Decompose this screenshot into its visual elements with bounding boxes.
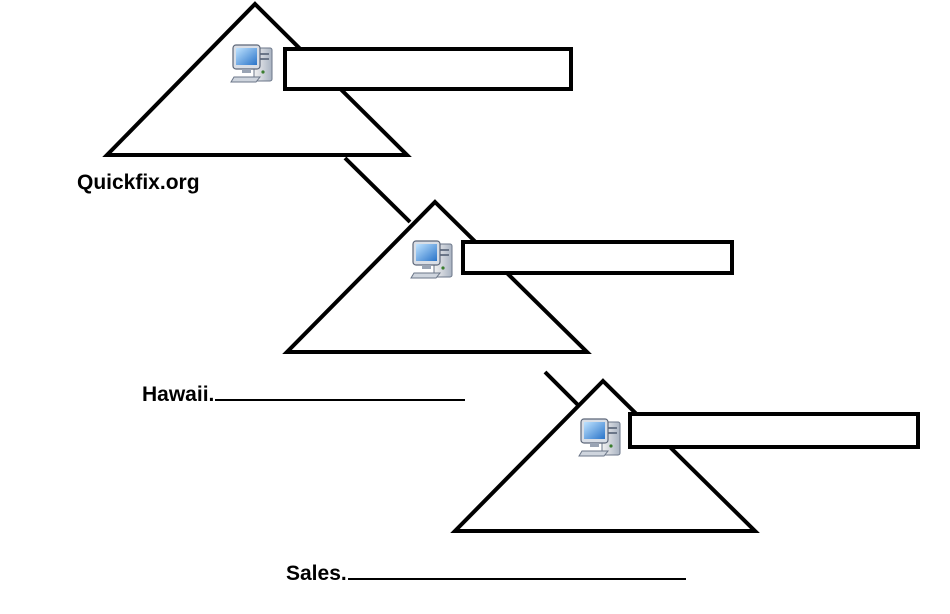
domain-name-box: [283, 47, 573, 91]
domain-label-text: Sales.: [286, 562, 347, 585]
domain-name-box: [461, 240, 734, 275]
domain-label-text: Hawaii.: [142, 383, 215, 406]
domain-label-hawaii: Hawaii.: [142, 381, 466, 406]
domain-name-box: [628, 412, 920, 449]
connector-line-2: [543, 370, 580, 407]
domain-label-sales: Sales.: [286, 560, 686, 584]
fill-in-blank-line[interactable]: [215, 381, 466, 401]
domain-label-quickfix: Quickfix.org: [77, 172, 200, 193]
domain-triangle-sales: [450, 378, 760, 533]
connector-line-1: [343, 156, 412, 224]
fill-in-blank-line[interactable]: [347, 560, 686, 580]
domain-label-text: Quickfix.org: [77, 171, 200, 194]
